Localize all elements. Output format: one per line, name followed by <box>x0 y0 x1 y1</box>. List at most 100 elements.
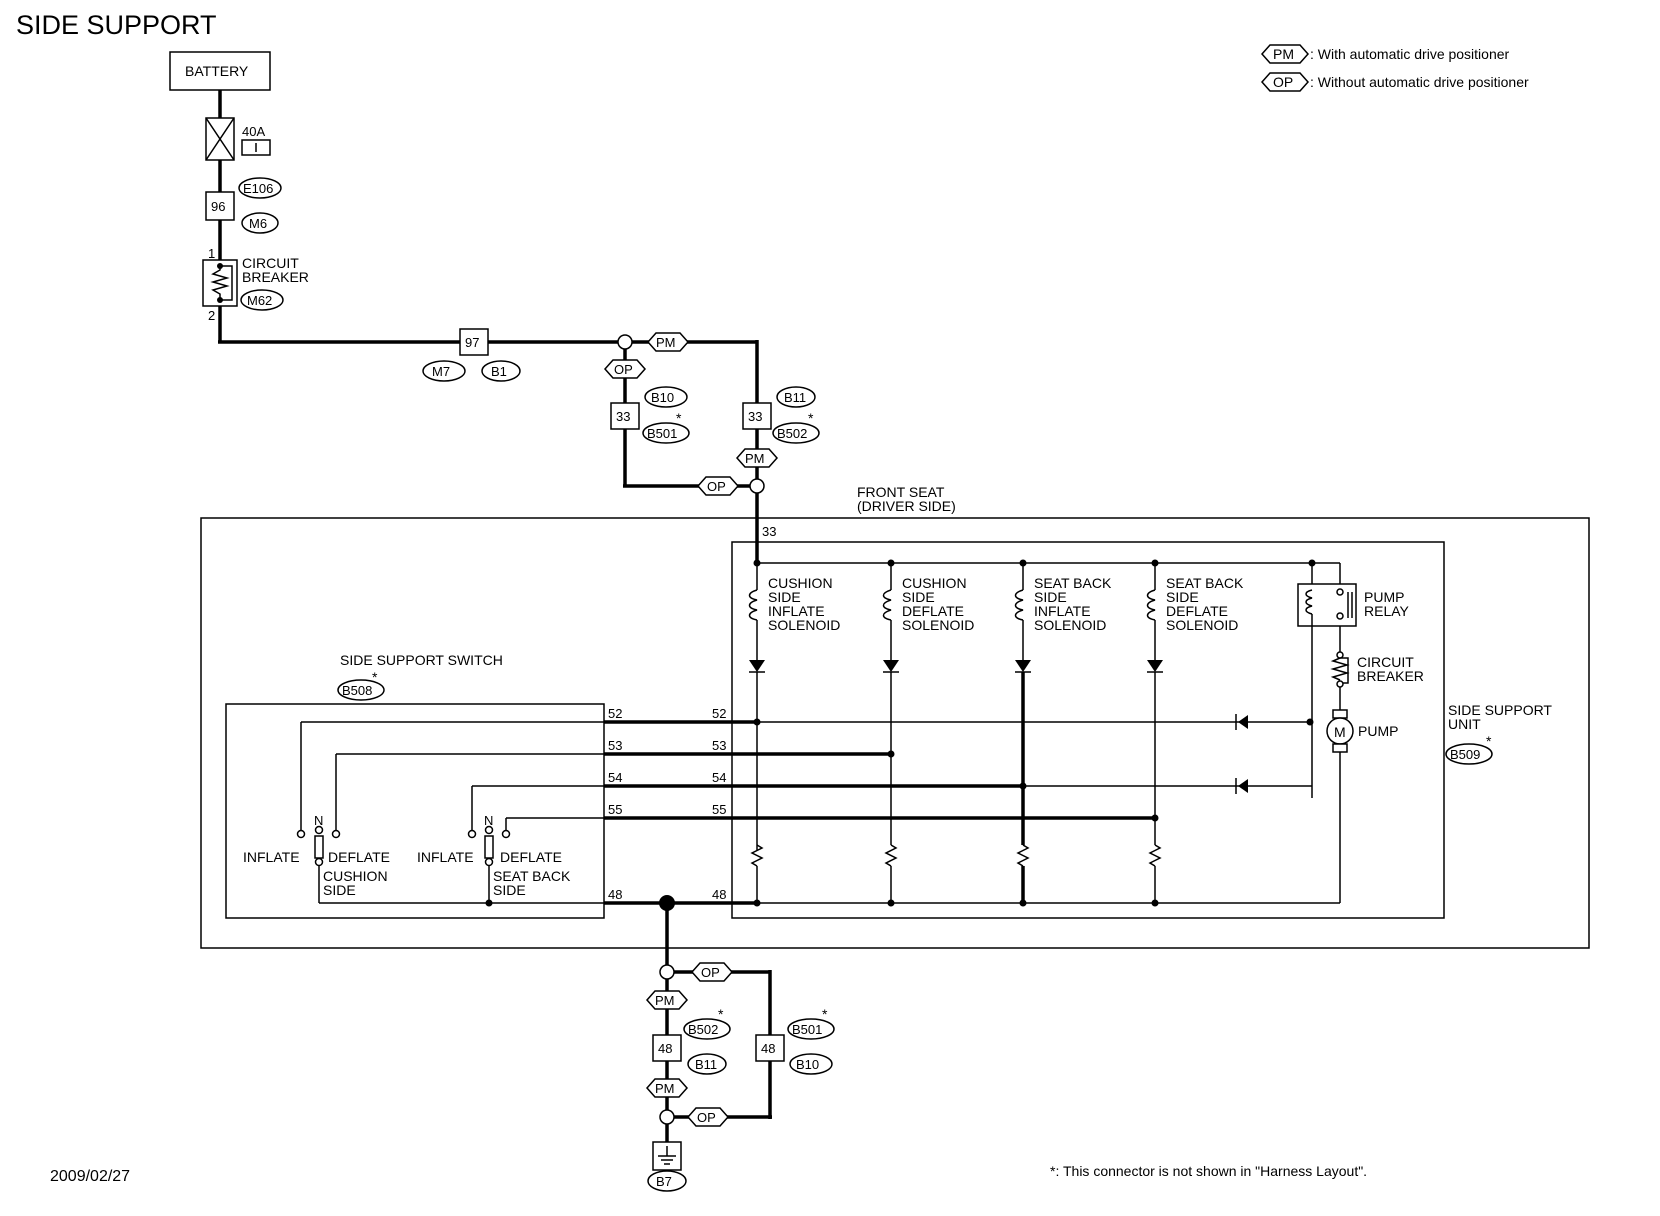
diode-54 <box>1235 778 1248 794</box>
sol2-line4: SOLENOID <box>902 617 974 633</box>
battery-label: BATTERY <box>185 63 249 79</box>
conn-m62: M62 <box>247 293 272 308</box>
inflate-cushion: INFLATE <box>243 849 300 865</box>
sol1-line4: SOLENOID <box>768 617 840 633</box>
star-b502-top: * <box>808 410 814 426</box>
star-b508: * <box>372 669 378 685</box>
pin-53-sw: 53 <box>608 738 622 753</box>
star-b502-bottom: * <box>718 1006 724 1022</box>
footnote: *: This connector is not shown in "Harne… <box>1050 1163 1367 1179</box>
cushion-switch-icon <box>314 825 324 903</box>
sol3-line3: INFLATE <box>1034 603 1091 619</box>
pin-33-left: 33 <box>616 409 630 424</box>
conn-e106: E106 <box>243 181 273 196</box>
solenoid-2 <box>882 563 899 903</box>
tag-op-mid: OP <box>707 479 726 494</box>
legend-op-text: : Without automatic drive positioner <box>1310 74 1529 90</box>
pin-33-right: 33 <box>748 409 762 424</box>
tag-op-bottom-1: OP <box>701 965 720 980</box>
tag-op-bottom-2: OP <box>697 1110 716 1125</box>
conn-b501-bottom: B501 <box>792 1022 822 1037</box>
deflate-cushion: DEFLATE <box>328 849 390 865</box>
pin-53-unit: 53 <box>712 738 726 753</box>
page-title: SIDE SUPPORT <box>16 10 217 40</box>
conn-m6: M6 <box>249 216 267 231</box>
seatback-label: SEAT BACK <box>493 868 571 884</box>
pin-55-unit: 55 <box>712 802 726 817</box>
star-b501-top: * <box>676 410 682 426</box>
tag-pm-bottom-2: PM <box>655 1081 675 1096</box>
pin-55-sw: 55 <box>608 802 622 817</box>
sol2-line3: DEFLATE <box>902 603 964 619</box>
unit-label-2: UNIT <box>1448 716 1481 732</box>
legend: PM : With automatic drive positioner OP … <box>1260 44 1529 92</box>
sol2-line2: SIDE <box>902 589 935 605</box>
legend-pm-tag: PM <box>1273 46 1294 62</box>
n-seatback: N <box>484 813 493 828</box>
pump-label: PUMP <box>1358 723 1398 739</box>
pin-54-sw: 54 <box>608 770 622 785</box>
pin-48-left: 48 <box>658 1041 672 1056</box>
seatback-side-label: SIDE <box>493 882 526 898</box>
sol4-line3: DEFLATE <box>1166 603 1228 619</box>
conn-m7: M7 <box>432 364 450 379</box>
conn-b10-top: B10 <box>651 390 674 405</box>
tag-op-left: OP <box>614 362 633 377</box>
pin-52-unit: 52 <box>712 706 726 721</box>
cushion-label: CUSHION <box>323 868 388 884</box>
conn-b502-top: B502 <box>777 426 807 441</box>
pin-97: 97 <box>465 335 479 350</box>
pump-relay-icon <box>1297 563 1357 627</box>
sol3-line1: SEAT BACK <box>1034 575 1112 591</box>
pin-1: 1 <box>208 246 215 261</box>
conn-b509: B509 <box>1450 747 1480 762</box>
conn-b501-top: B501 <box>647 426 677 441</box>
conn-b1: B1 <box>491 364 507 379</box>
pin-33-seat: 33 <box>762 524 776 539</box>
tag-pm-bottom-1: PM <box>655 993 675 1008</box>
conn-b11-top: B11 <box>784 390 806 405</box>
inflate-seatback: INFLATE <box>417 849 474 865</box>
solenoid-3 <box>1014 563 1031 903</box>
side-support-switch-frame <box>225 703 605 919</box>
sol3-line2: SIDE <box>1034 589 1067 605</box>
sol1-line2: SIDE <box>768 589 801 605</box>
fuse-rating: 40A <box>242 124 265 139</box>
circuit-breaker-icon <box>202 259 238 307</box>
pin-54-unit: 54 <box>712 770 726 785</box>
sol1-line1: CUSHION <box>768 575 833 591</box>
tag-pm-top: PM <box>656 335 676 350</box>
solenoid-4 <box>1146 563 1163 903</box>
front-seat-frame <box>200 517 1590 949</box>
conn-b11-bottom: B11 <box>695 1057 717 1072</box>
unit-label-1: SIDE SUPPORT <box>1448 702 1552 718</box>
motor-letter: M <box>1334 724 1346 740</box>
sol4-line4: SOLENOID <box>1166 617 1238 633</box>
pump-relay-label-2: RELAY <box>1364 603 1410 619</box>
battery-box <box>169 51 271 91</box>
fusible-link-icon <box>205 117 235 161</box>
conn-b502-bottom: B502 <box>688 1022 718 1037</box>
cb-label-1: CIRCUIT <box>242 255 299 271</box>
star-b501-bottom: * <box>822 1006 828 1022</box>
pin-52-sw: 52 <box>608 706 622 721</box>
sol4-line2: SIDE <box>1166 589 1199 605</box>
side-support-unit-frame <box>731 541 1445 919</box>
deflate-seatback: DEFLATE <box>500 849 562 865</box>
pin-48-right: 48 <box>761 1041 775 1056</box>
pin-2: 2 <box>208 308 215 323</box>
sol1-line3: INFLATE <box>768 603 825 619</box>
n-cushion: N <box>314 813 323 828</box>
cushion-side-label: SIDE <box>323 882 356 898</box>
pump-motor-icon <box>1326 709 1354 753</box>
sol4-line1: SEAT BACK <box>1166 575 1244 591</box>
star-b509: * <box>1486 733 1492 749</box>
diode-52 <box>1235 714 1248 730</box>
front-seat-label-1: FRONT SEAT <box>857 484 945 500</box>
conn-b508: B508 <box>342 683 372 698</box>
pin-96: 96 <box>211 199 225 214</box>
date-stamp: 2009/02/27 <box>50 1168 130 1185</box>
legend-op-tag: OP <box>1273 74 1293 90</box>
conn-b10-bottom: B10 <box>796 1057 819 1072</box>
